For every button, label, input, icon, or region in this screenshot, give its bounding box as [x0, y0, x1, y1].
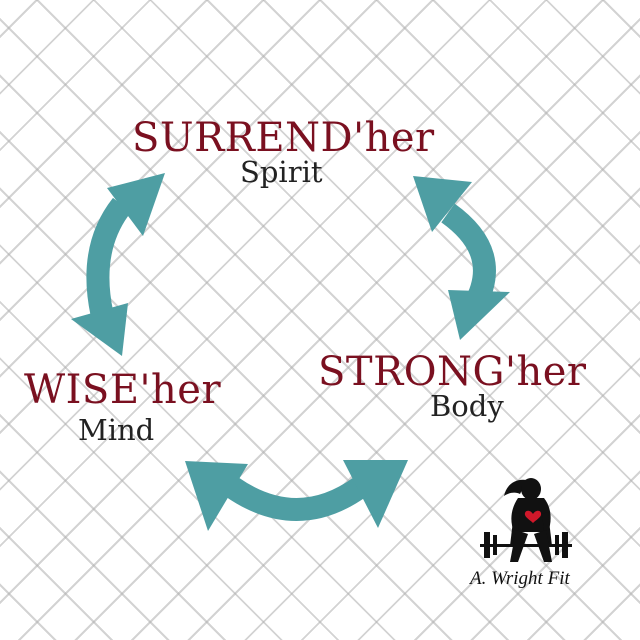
barbell-plate	[484, 532, 490, 558]
arrow-mind-spirit	[71, 173, 165, 356]
arrow-spirit-body-head-top	[413, 176, 472, 232]
node-mind-title: WISE'her	[24, 367, 222, 413]
arrow-spirit-body-head-bottom	[448, 290, 510, 340]
barbell-bar	[480, 544, 572, 547]
node-spirit-subtitle: Spirit	[240, 155, 323, 189]
silhouette-leg-right	[534, 530, 552, 562]
logo-text: A. Wright Fit	[470, 568, 570, 589]
arrow-mind-spirit-shaft	[86, 197, 132, 317]
silhouette-head	[521, 478, 541, 500]
arrow-mind-body-head-right	[343, 460, 408, 528]
barbell-plate	[493, 535, 497, 555]
node-mind-subtitle: Mind	[78, 413, 155, 447]
silhouette-leg-left	[510, 530, 528, 562]
silhouette-hair	[504, 479, 527, 496]
barbell-plate	[555, 535, 559, 555]
arrow-mind-body-shaft	[225, 477, 367, 521]
heart-icon	[524, 510, 542, 523]
node-body-subtitle: Body	[430, 389, 504, 423]
node-spirit-title: SURREND'her	[132, 115, 435, 161]
arrow-spirit-body	[413, 176, 510, 340]
barbell-plate	[562, 532, 568, 558]
arrow-mind-body	[185, 460, 408, 531]
silhouette-arm-right	[542, 512, 552, 546]
node-body-title: STRONG'her	[318, 349, 587, 395]
silhouette-arm-left	[510, 512, 520, 546]
arrow-mind-spirit-head-top	[107, 173, 165, 236]
arrow-mind-spirit-head-bottom	[71, 303, 128, 356]
weightlifter-logo-icon	[480, 478, 572, 562]
arrow-mind-body-head-left	[185, 461, 248, 531]
